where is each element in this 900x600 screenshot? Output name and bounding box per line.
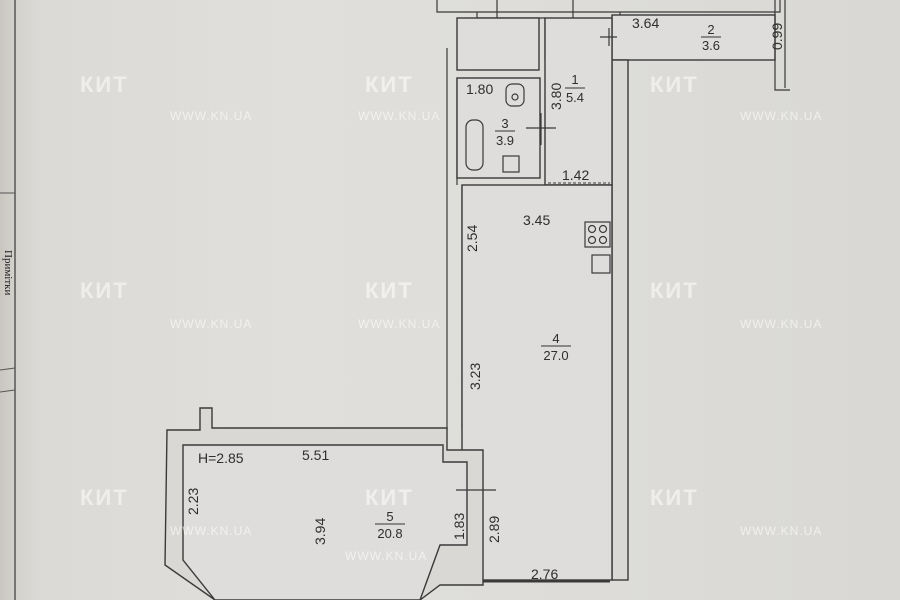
watermark: КИТ WWW.KN.UA: [345, 485, 427, 563]
dim: 1.83: [451, 513, 467, 540]
svg-text:WWW.KN.UA: WWW.KN.UA: [345, 549, 427, 563]
table-line: [0, 367, 16, 371]
stove-icon: [584, 221, 611, 248]
dim: 1.80: [466, 81, 493, 97]
dim: 2.89: [486, 516, 502, 543]
svg-text:WWW.KN.UA: WWW.KN.UA: [740, 317, 822, 331]
svg-text:КИТ: КИТ: [365, 72, 414, 97]
room-2-area: 3.6: [702, 38, 720, 53]
room-1-area: 5.4: [566, 90, 584, 105]
watermark: КИТ WWW.KN.UA: [650, 485, 822, 538]
dim: 0.99: [769, 23, 785, 50]
burner-icon: [587, 224, 597, 234]
watermark: КИТ WWW.KN.UA: [80, 278, 252, 331]
ceiling-height: H=2.85: [198, 450, 244, 466]
svg-text:КИТ: КИТ: [365, 485, 414, 510]
sink-icon: [591, 254, 611, 274]
outer-wall-right: [774, 0, 790, 91]
burner-icon: [598, 224, 608, 234]
room-1-number: 1: [571, 72, 578, 87]
svg-text:WWW.KN.UA: WWW.KN.UA: [358, 317, 440, 331]
dim: 1.42: [562, 167, 589, 183]
dim: 2.23: [185, 488, 201, 515]
side-note: Примітки: [2, 250, 14, 295]
svg-text:КИТ: КИТ: [80, 72, 129, 97]
svg-text:WWW.KN.UA: WWW.KN.UA: [740, 109, 822, 123]
room-4-number: 4: [552, 331, 559, 346]
room-2-number: 2: [707, 22, 714, 37]
dim: 3.23: [467, 363, 483, 390]
watermark: КИТ WWW.KN.UA: [80, 485, 252, 538]
burner-icon: [587, 235, 597, 245]
svg-text:WWW.KN.UA: WWW.KN.UA: [170, 524, 252, 538]
watermark: КИТ WWW.KN.UA: [650, 72, 822, 123]
dim: 3.45: [523, 212, 550, 228]
svg-text:КИТ: КИТ: [365, 278, 414, 303]
svg-text:WWW.KN.UA: WWW.KN.UA: [170, 317, 252, 331]
svg-text:КИТ: КИТ: [650, 485, 699, 510]
watermark: КИТ WWW.KN.UA: [650, 278, 822, 331]
bathtub-icon: [465, 119, 484, 171]
room-5-area: 20.8: [377, 526, 402, 541]
switch-mark: [526, 113, 556, 145]
dim: 3.94: [312, 518, 328, 545]
room-5-number: 5: [386, 509, 393, 524]
svg-text:WWW.KN.UA: WWW.KN.UA: [358, 109, 440, 123]
svg-text:КИТ: КИТ: [80, 278, 129, 303]
watermarks: КИТ WWW.KN.UA КИТ WWW.KN.UA КИТ WWW.KN.UA К…: [80, 72, 822, 563]
dim: 2.54: [464, 225, 480, 252]
room-3-number: 3: [501, 116, 508, 131]
switch-mark: [600, 28, 617, 46]
svg-text:WWW.KN.UA: WWW.KN.UA: [170, 109, 252, 123]
svg-text:WWW.KN.UA: WWW.KN.UA: [740, 524, 822, 538]
sink-icon: [502, 155, 520, 173]
svg-text:КИТ: КИТ: [650, 278, 699, 303]
dim: 3.80: [548, 83, 564, 110]
room-4: [461, 184, 613, 581]
dim: 2.76: [531, 566, 558, 582]
dim: 3.64: [632, 15, 659, 31]
table-line: [0, 389, 16, 393]
dim: 5.51: [302, 447, 329, 463]
room-5: [182, 444, 468, 600]
room-3-area: 3.9: [496, 133, 514, 148]
svg-text:КИТ: КИТ: [650, 72, 699, 97]
toilet-icon: [505, 83, 525, 107]
watermark: КИТ WWW.KN.UA: [80, 72, 252, 123]
burner-icon: [598, 235, 608, 245]
svg-text:КИТ: КИТ: [80, 485, 129, 510]
toilet-bowl-icon: [511, 93, 519, 101]
watermark: КИТ WWW.KN.UA: [358, 72, 440, 123]
room-4-area: 27.0: [543, 348, 568, 363]
wall-right: [611, 59, 629, 581]
watermark: КИТ WWW.KN.UA: [358, 278, 440, 331]
storage-area: [456, 17, 540, 71]
